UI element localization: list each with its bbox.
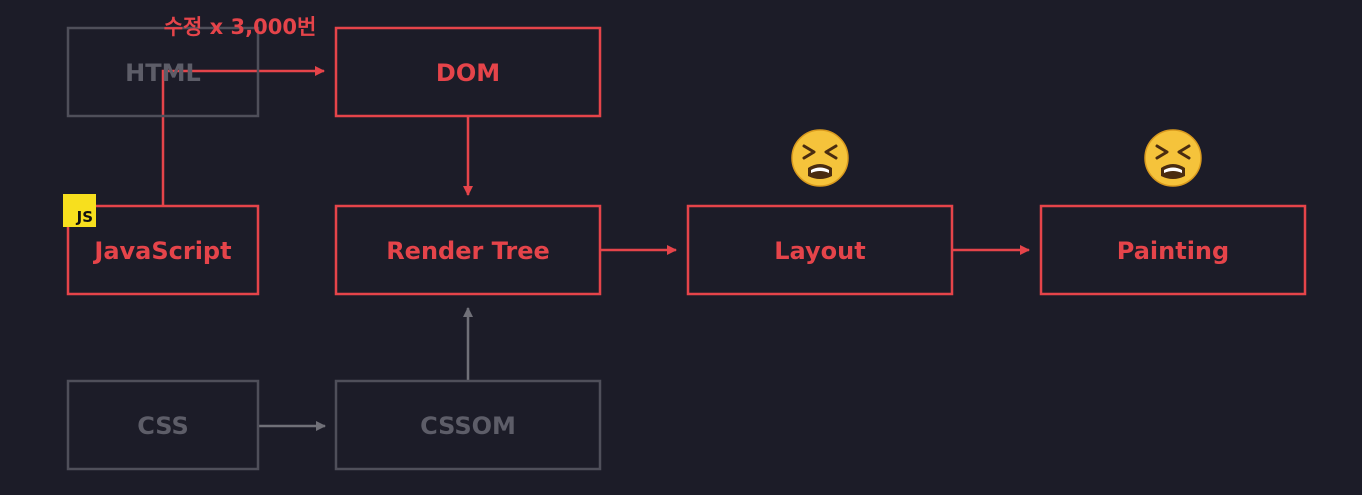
node-dom: DOM: [334, 26, 602, 118]
tired-face-icon: [791, 129, 849, 187]
node-css: CSS: [66, 379, 260, 471]
node-html-label: HTML: [125, 59, 201, 87]
node-cssom: CSSOM: [334, 379, 602, 471]
node-cssom-label: CSSOM: [420, 412, 516, 440]
node-css-label: CSS: [137, 412, 189, 440]
js-logo-badge: JS: [63, 194, 96, 227]
node-render-tree: Render Tree: [334, 204, 602, 296]
node-javascript-label: JavaScript: [92, 237, 231, 265]
edge-javascript-to-dom: [161, 66, 325, 206]
node-dom-label: DOM: [436, 59, 500, 87]
node-render-tree-label: Render Tree: [386, 237, 550, 265]
node-painting-label: Painting: [1117, 237, 1229, 265]
node-javascript: JavaScript: [66, 204, 260, 296]
tired-face-icon: [1144, 129, 1202, 187]
node-layout: Layout: [686, 204, 954, 296]
node-layout-label: Layout: [774, 237, 865, 265]
node-painting: Painting: [1039, 204, 1307, 296]
edges: [161, 66, 1030, 431]
node-html: HTML: [66, 26, 260, 118]
edit-count-annotation: 수정 x 3,000번: [164, 15, 317, 39]
